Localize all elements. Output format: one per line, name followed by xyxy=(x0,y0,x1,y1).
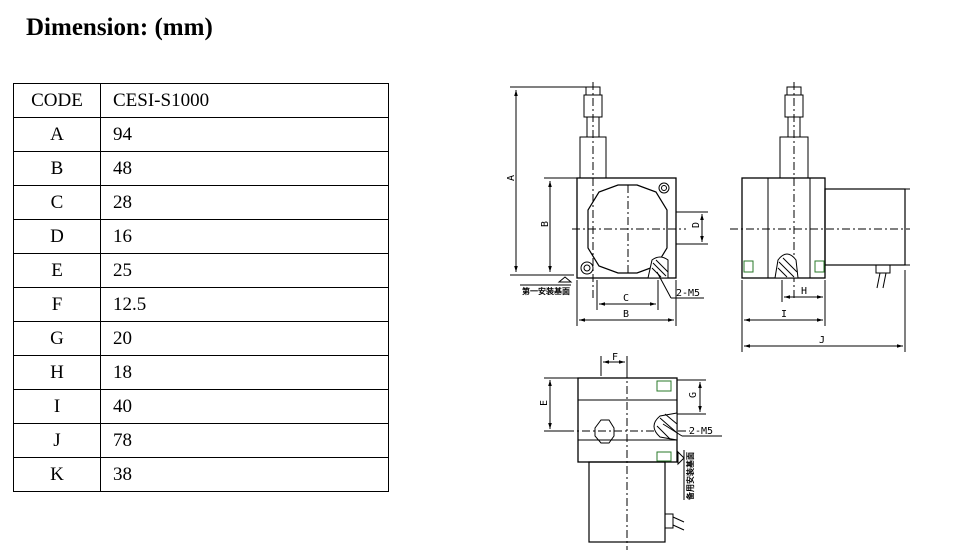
label-I: I xyxy=(781,309,787,320)
row-code: B xyxy=(13,151,101,186)
label-H: H xyxy=(801,286,807,297)
row-code: I xyxy=(13,389,101,424)
table-row: K 38 xyxy=(13,457,389,492)
row-code: D xyxy=(13,219,101,254)
side-view xyxy=(730,82,910,352)
row-value: 78 xyxy=(100,423,389,458)
dimension-table: CODE CESI-S1000 A 94 B 48 C 28 D 16 E 25… xyxy=(13,83,389,492)
mount-face-spare: 备用安装基面 xyxy=(685,452,695,501)
table-row: F 12.5 xyxy=(13,287,389,322)
label-B-horizontal: B xyxy=(623,309,629,320)
row-code: A xyxy=(13,117,101,152)
technical-drawing: A B D C B 2-M5 第一安装基面 K H I J F E G 2-M5… xyxy=(506,82,910,550)
front-view xyxy=(510,82,708,326)
row-value: 25 xyxy=(100,253,389,288)
row-value: 94 xyxy=(100,117,389,152)
row-code: K xyxy=(13,457,101,492)
table-header-row: CODE CESI-S1000 xyxy=(13,83,389,118)
table-row: A 94 xyxy=(13,117,389,152)
table-row: I 40 xyxy=(13,389,389,424)
row-value: 40 xyxy=(100,389,389,424)
row-code: C xyxy=(13,185,101,220)
row-value: 38 xyxy=(100,457,389,492)
table-row: J 78 xyxy=(13,423,389,458)
row-code: H xyxy=(13,355,101,390)
row-value: 20 xyxy=(100,321,389,356)
row-value: 48 xyxy=(100,151,389,186)
row-code: J xyxy=(13,423,101,458)
page-title: Dimension: (mm) xyxy=(26,14,213,41)
table-row: D 16 xyxy=(13,219,389,254)
row-value: 12.5 xyxy=(100,287,389,322)
label-E: E xyxy=(539,400,550,406)
row-value: 16 xyxy=(100,219,389,254)
header-code: CODE xyxy=(13,83,101,118)
bottom-view xyxy=(544,356,722,550)
label-D: D xyxy=(691,222,702,228)
row-code: G xyxy=(13,321,101,356)
label-B-vertical: B xyxy=(540,221,551,227)
screw-label-bottom: 2-M5 xyxy=(689,426,713,437)
row-code: F xyxy=(13,287,101,322)
table-row: C 28 xyxy=(13,185,389,220)
mount-face-primary: 第一安装基面 xyxy=(522,286,570,296)
row-code: E xyxy=(13,253,101,288)
header-model: CESI-S1000 xyxy=(100,83,389,118)
label-A: A xyxy=(506,175,517,181)
table-row: G 20 xyxy=(13,321,389,356)
screw-label-front: 2-M5 xyxy=(676,288,700,299)
row-value: 28 xyxy=(100,185,389,220)
table-row: B 48 xyxy=(13,151,389,186)
label-J: J xyxy=(819,335,825,346)
row-value: 18 xyxy=(100,355,389,390)
label-C: C xyxy=(623,293,629,304)
label-F: F xyxy=(612,352,618,363)
label-G: G xyxy=(688,392,699,398)
table-row: H 18 xyxy=(13,355,389,390)
table-row: E 25 xyxy=(13,253,389,288)
